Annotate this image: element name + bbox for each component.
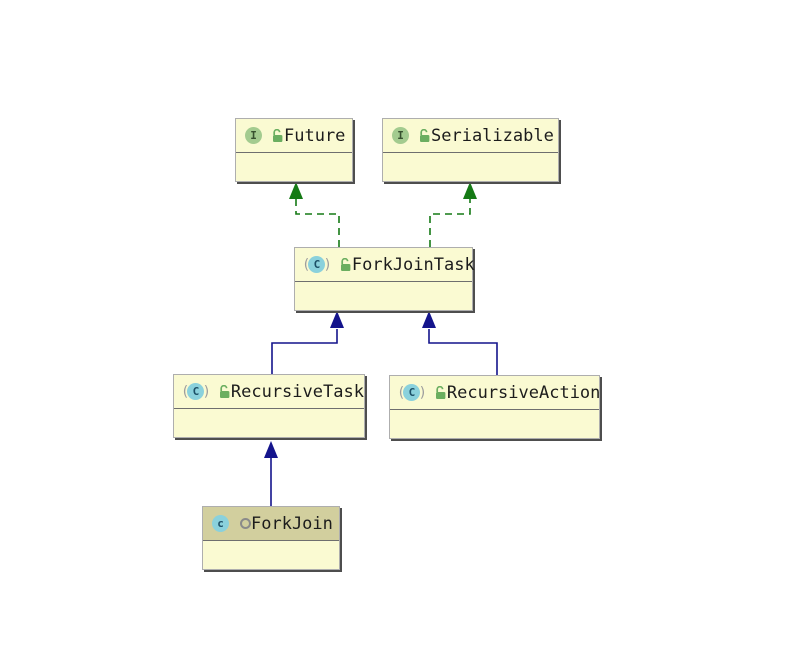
public-unlocked-icon — [434, 385, 447, 400]
public-unlocked-icon — [418, 128, 431, 143]
node-members-section — [174, 409, 364, 437]
generalization-arrowhead — [264, 441, 278, 458]
realization-arrowhead — [289, 182, 303, 199]
class-name: Serializable — [431, 125, 554, 146]
edge-recursiveaction-forkjointask[interactable] — [422, 311, 498, 375]
node-header: ( C ) RecursiveAction — [390, 376, 601, 410]
edge-recursivetask-forkjointask[interactable] — [271, 311, 344, 374]
class-name: RecursiveAction — [446, 382, 601, 403]
interface-icon: I — [392, 127, 409, 144]
class-name: ForkJoinTask — [351, 254, 475, 275]
public-unlocked-icon — [339, 257, 352, 272]
class-icon: c — [212, 515, 229, 532]
node-header: ( C ) RecursiveTask — [174, 375, 364, 409]
class-node-recursiveaction[interactable]: ( C ) RecursiveAction — [389, 375, 600, 439]
node-members-section — [295, 282, 472, 310]
public-unlocked-icon — [218, 384, 231, 399]
class-name: RecursiveTask — [230, 381, 364, 402]
node-header: c ForkJoin — [203, 507, 339, 541]
class-node-future[interactable]: I Future — [235, 118, 353, 182]
edge-forkjoin-recursivetask[interactable] — [264, 441, 278, 506]
class-name: ForkJoin — [251, 513, 333, 534]
node-members-section — [236, 153, 352, 181]
class-name: Future — [284, 125, 346, 146]
class-node-serializable[interactable]: I Serializable — [382, 118, 559, 182]
node-header: ( C ) ForkJoinTask — [295, 248, 475, 282]
generalization-arrowhead — [422, 311, 436, 328]
edge-forkjointask-serializable[interactable] — [429, 182, 477, 247]
node-header: I Serializable — [383, 119, 558, 153]
node-members-section — [383, 153, 558, 181]
node-members-section — [390, 410, 599, 438]
public-unlocked-icon — [271, 128, 284, 143]
class-node-forkjoin[interactable]: c ForkJoin — [202, 506, 340, 570]
package-local-visibility-icon — [240, 518, 251, 529]
abstract-class-icon: ( C ) — [302, 256, 332, 273]
class-node-recursivetask[interactable]: ( C ) RecursiveTask — [173, 374, 365, 438]
generalization-arrowhead — [330, 311, 344, 328]
realization-arrowhead — [463, 182, 477, 199]
class-node-forkjointask[interactable]: ( C ) ForkJoinTask — [294, 247, 475, 311]
abstract-class-icon: ( C ) — [181, 383, 211, 400]
node-members-section — [203, 541, 339, 569]
abstract-class-icon: ( C ) — [397, 384, 427, 401]
edge-forkjointask-future[interactable] — [289, 182, 340, 247]
node-header: I Future — [236, 119, 352, 153]
interface-icon: I — [245, 127, 262, 144]
